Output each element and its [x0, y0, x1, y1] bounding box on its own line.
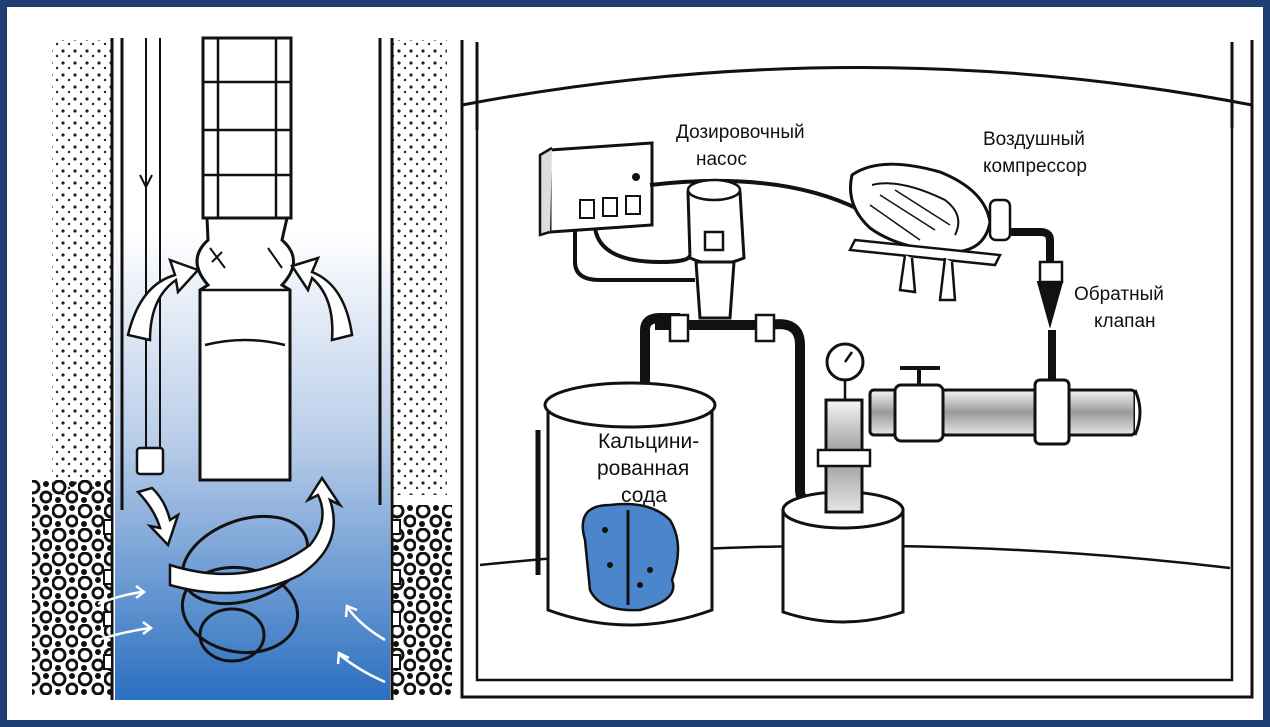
control-box	[540, 143, 652, 235]
valve-handle-icon	[900, 368, 940, 385]
gate-valve	[895, 385, 943, 441]
label-air-compressor-line2: компрессор	[983, 156, 1087, 177]
label-dosing-pump-line1: Дозировочный	[676, 122, 805, 143]
down-arrow-icon	[140, 120, 152, 187]
label-soda-line1: Кальцини-	[598, 430, 699, 453]
submersible-pump	[197, 38, 294, 480]
left-formation-wall	[52, 40, 112, 495]
label-air-compressor-line1: Воздушный	[983, 129, 1085, 150]
riser-fitting	[818, 450, 870, 466]
label-check-valve-line2: клапан	[1094, 311, 1156, 332]
soda-tank-cutaway	[583, 504, 678, 610]
label-dosing-pump: Дозировочный насос	[676, 122, 805, 170]
dosing-pump	[688, 180, 744, 318]
pit-panel	[462, 40, 1252, 697]
pipe-tee	[1035, 380, 1069, 444]
label-dosing-pump-line2: насос	[696, 149, 747, 170]
well-panel	[32, 38, 452, 700]
air-compressor	[850, 164, 1010, 300]
label-check-valve-line1: Обратный	[1074, 284, 1164, 305]
left-gravel-pack	[32, 480, 112, 695]
pipe-union-right	[756, 315, 774, 341]
check-valve-icon	[1038, 282, 1062, 325]
pipe-union-left	[670, 315, 688, 341]
label-soda-line3: сода	[621, 484, 667, 507]
label-soda-line2: рованная	[597, 457, 689, 480]
label-air-compressor: Воздушный компрессор	[983, 129, 1087, 177]
right-formation-wall	[392, 40, 447, 495]
pit-rim	[462, 42, 1252, 130]
level-sensor	[137, 448, 163, 474]
label-check-valve: Обратный клапан	[1074, 284, 1164, 332]
